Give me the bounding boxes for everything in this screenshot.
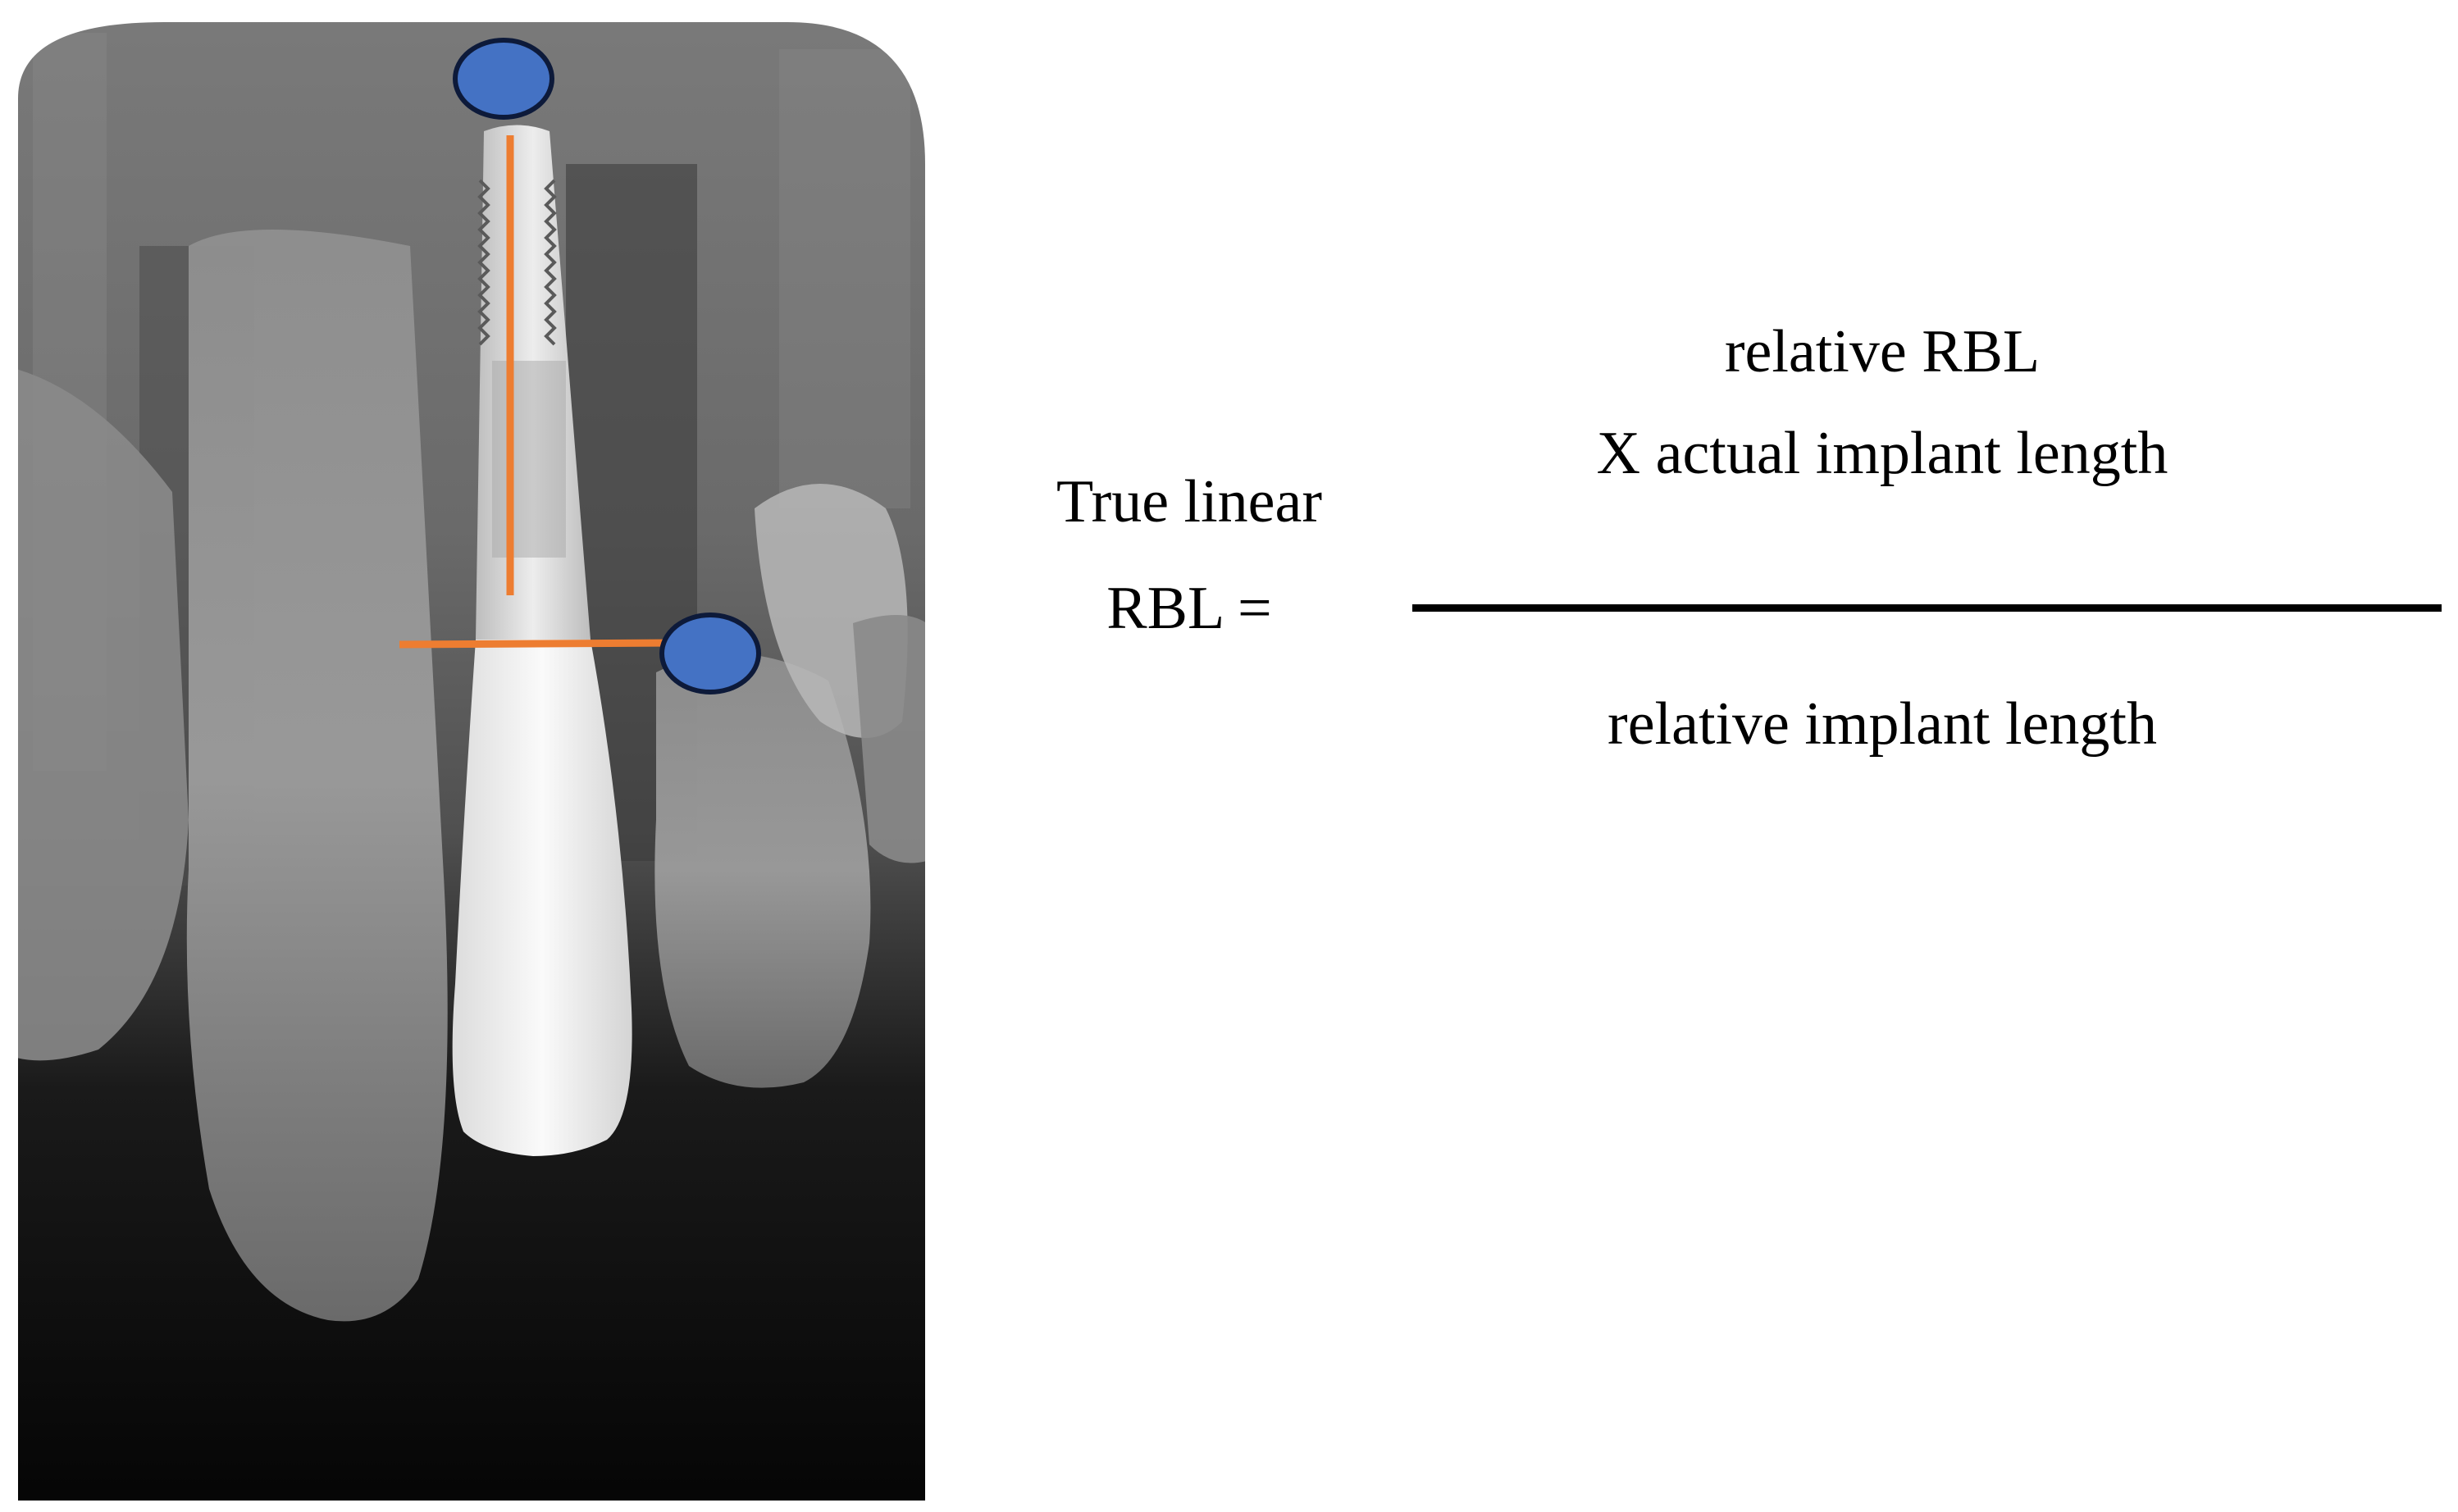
formula-denominator: relative implant length xyxy=(1608,690,2157,758)
bone-level-line xyxy=(399,639,677,649)
formula-lhs-line1: True linear xyxy=(1056,468,1323,535)
left-incisor xyxy=(186,230,448,1322)
bone-level-marker xyxy=(659,613,761,695)
implant-fixture xyxy=(476,125,591,640)
implant-crown xyxy=(452,640,632,1156)
far-left-tooth xyxy=(16,369,189,1061)
xray-image xyxy=(16,20,927,1501)
fraction-bar xyxy=(1412,604,2442,612)
formula-lhs-line2: RBL = xyxy=(1106,575,1272,642)
implant-apex-marker xyxy=(453,38,554,120)
right-lateral-incisor xyxy=(654,654,871,1088)
formula-numerator-line1: relative RBL xyxy=(1724,318,2041,385)
formula-numerator-line2: X actual implant length xyxy=(1596,420,2168,487)
